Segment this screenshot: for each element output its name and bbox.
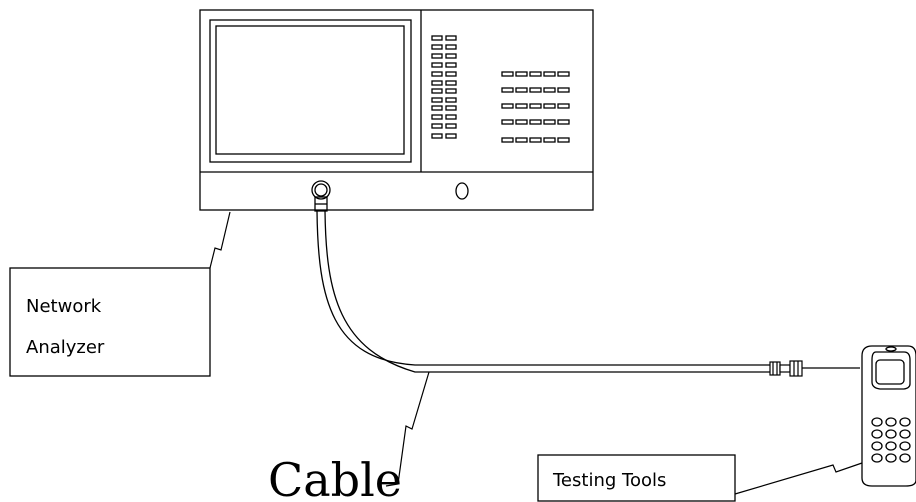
front-panel-key (431, 114, 443, 120)
network-analyzer-label-line1: Network (26, 296, 102, 317)
front-panel-key (501, 87, 514, 93)
analyzer-screen-outer (209, 19, 412, 163)
front-panel-key (445, 80, 457, 86)
analyzer-screen (215, 25, 405, 155)
front-panel-key (529, 71, 542, 77)
handset-key (871, 429, 883, 439)
front-panel-key (431, 80, 443, 86)
network-analyzer-label-box (9, 267, 211, 377)
front-panel-key (543, 103, 556, 109)
analyzer-body (199, 9, 594, 211)
front-panel-key (515, 119, 528, 125)
front-panel-key (543, 119, 556, 125)
front-panel-key (445, 97, 457, 103)
front-panel-key (529, 87, 542, 93)
front-panel-key (557, 103, 570, 109)
analyzer-knob (455, 182, 469, 200)
front-panel-key (431, 35, 443, 41)
cable-connector (769, 360, 860, 377)
analyzer-port-connector (311, 180, 331, 212)
handset-key (871, 441, 883, 451)
front-panel-key (515, 103, 528, 109)
front-panel-key (529, 119, 542, 125)
front-panel-key (445, 114, 457, 120)
front-panel-key (557, 137, 570, 143)
handset-key (871, 417, 883, 427)
front-panel-key (515, 71, 528, 77)
front-panel-key (557, 119, 570, 125)
testing-tools-leader-line (734, 462, 863, 495)
front-panel-key (431, 123, 443, 129)
testing-tools-label: Testing Tools (537, 454, 736, 502)
front-panel-key (431, 62, 443, 68)
network-analyzer-label-line2: Analyzer (26, 337, 105, 358)
front-panel-key (445, 53, 457, 59)
front-panel-key (445, 35, 457, 41)
cable-label: Cable (268, 453, 402, 502)
front-panel-key (445, 71, 457, 77)
front-panel-key (543, 87, 556, 93)
front-panel-key (431, 88, 443, 94)
front-panel-key (543, 71, 556, 77)
front-panel-key (515, 137, 528, 143)
network-analyzer-label: Network Analyzer (9, 267, 211, 377)
front-panel-key (445, 105, 457, 111)
front-panel-key (431, 133, 443, 139)
analyzer-keypad-left (431, 35, 457, 139)
handset-key (899, 429, 911, 439)
testing-tools-label-text: Testing Tools (552, 470, 666, 491)
network-analyzer-leader-line (209, 211, 231, 269)
front-panel-key (543, 137, 556, 143)
front-panel-key (515, 87, 528, 93)
handset-key (899, 453, 911, 463)
front-panel-key (529, 137, 542, 143)
handset-key (899, 441, 911, 451)
handset-key (885, 417, 897, 427)
handset-key (885, 453, 897, 463)
network-analyzer (199, 9, 594, 211)
cable-leader-line (385, 371, 430, 487)
front-panel-key (445, 44, 457, 50)
front-panel-key (445, 88, 457, 94)
handset-key (899, 417, 911, 427)
analyzer-keypad-right (501, 71, 570, 143)
front-panel-key (501, 137, 514, 143)
front-panel-key (431, 71, 443, 77)
front-panel-key (431, 53, 443, 59)
front-panel-key (431, 105, 443, 111)
front-panel-key (501, 103, 514, 109)
front-panel-key (445, 123, 457, 129)
front-panel-key (445, 62, 457, 68)
testing-tools-label-box (537, 454, 736, 502)
front-panel-key (529, 103, 542, 109)
handset-key (871, 453, 883, 463)
handset-key (885, 429, 897, 439)
front-panel-key (557, 87, 570, 93)
handset-key (885, 441, 897, 451)
front-panel-key (445, 133, 457, 139)
front-panel-key (431, 97, 443, 103)
front-panel-key (431, 44, 443, 50)
handset-keypad (871, 417, 911, 463)
front-panel-key (501, 119, 514, 125)
cable (316, 210, 770, 373)
front-panel-key (501, 71, 514, 77)
front-panel-key (557, 71, 570, 77)
mobile-handset (861, 345, 916, 487)
